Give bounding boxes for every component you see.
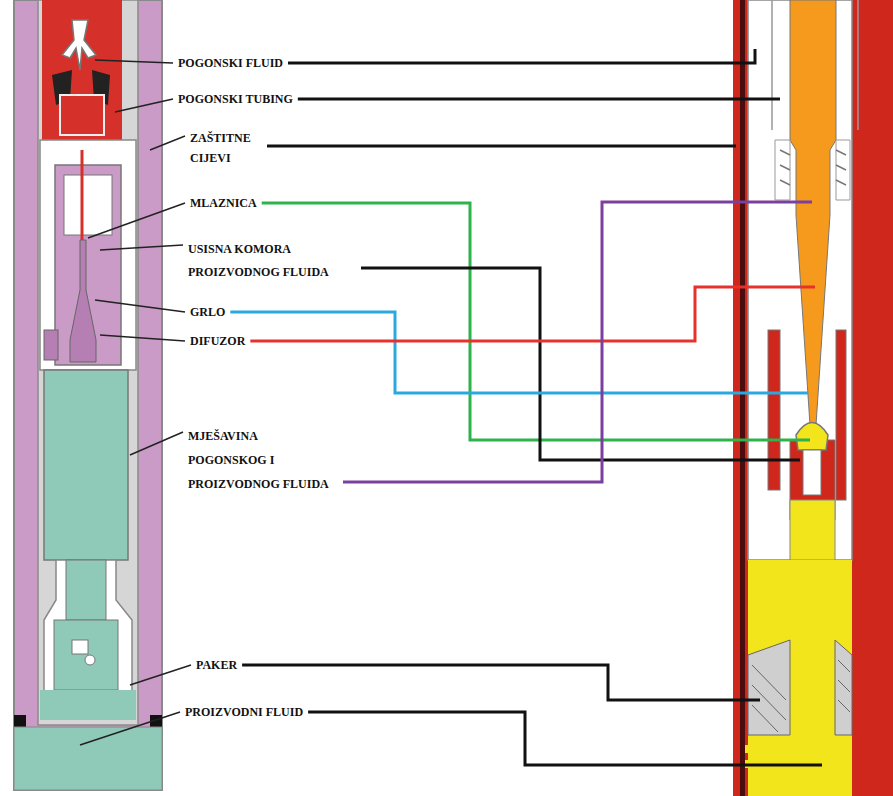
- leader-line: [115, 99, 173, 112]
- part-label: POGONSKI FLUID: [178, 56, 283, 70]
- leader-line: [95, 60, 173, 63]
- leader-line: [100, 335, 185, 341]
- leader-line: [361, 268, 800, 460]
- right-pump: [733, 0, 893, 796]
- leader-line: [150, 136, 185, 150]
- part-label: GRLO: [190, 305, 225, 319]
- part-label: PAKER: [196, 658, 237, 672]
- leader-line: [130, 432, 183, 455]
- leader-line: [130, 665, 191, 685]
- leader-line: [95, 300, 185, 312]
- leader-line: [288, 49, 755, 63]
- leader-line: [242, 665, 760, 700]
- leader-line: [308, 712, 822, 765]
- leader-line: [230, 312, 808, 393]
- leader-line: [267, 145, 736, 148]
- leader-line: [343, 202, 812, 482]
- part-label: ZAŠTITNE CIJEVI: [190, 128, 262, 168]
- leader-line: [88, 203, 185, 238]
- part-label: USISNA KOMORA PROIZVODNOG FLUIDA: [188, 238, 356, 284]
- part-label: DIFUZOR: [190, 334, 245, 348]
- left-pump: [14, 0, 162, 790]
- leader-line: [100, 245, 183, 250]
- leader-line: [80, 712, 180, 745]
- leader-line: [298, 98, 780, 101]
- leader-line: [250, 287, 815, 341]
- part-label: MJEŠAVINA POGONSKOG I PROIZVODNOG FLUIDA: [188, 424, 338, 496]
- part-label: PROIZVODNI FLUID: [185, 705, 303, 719]
- part-label: MLAZNICA: [190, 196, 257, 210]
- part-label: POGONSKI TUBING: [178, 92, 293, 106]
